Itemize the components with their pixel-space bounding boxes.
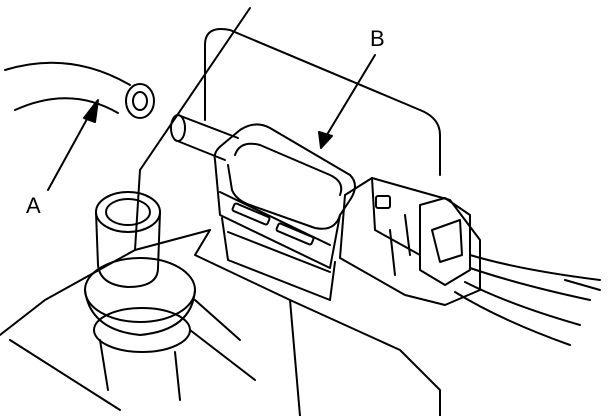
- vacuum-hose: [4, 61, 155, 119]
- callout-label-b: B: [370, 26, 385, 51]
- connector-wires: [454, 254, 601, 346]
- mount-bracket: [221, 217, 336, 301]
- housing-outline: [0, 7, 441, 416]
- mounting-post: [84, 191, 256, 401]
- leader-a: [47, 99, 99, 191]
- sensor-nipple: [170, 114, 239, 161]
- leader-b: [318, 54, 376, 149]
- sensor-body: [213, 123, 356, 269]
- electrical-connector: [339, 177, 481, 306]
- callout-label-a: A: [26, 193, 41, 218]
